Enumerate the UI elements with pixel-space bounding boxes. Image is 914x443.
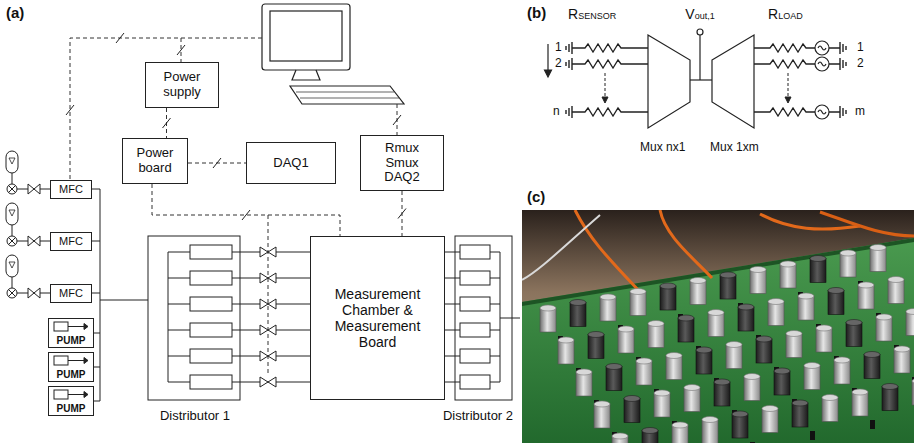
computer-icon xyxy=(262,4,404,104)
node-text: Power board xyxy=(125,146,185,176)
part-label: Distributor 2 xyxy=(443,408,513,424)
needle-valves xyxy=(28,184,40,298)
shutoff-valves xyxy=(7,184,17,298)
multiplexers xyxy=(648,29,754,128)
channel-number: 2 xyxy=(555,56,562,70)
mfc-box: MFC xyxy=(50,180,92,199)
channel-number: 1 xyxy=(555,40,562,54)
process-box: Power board xyxy=(122,138,188,184)
sensor-grounds xyxy=(566,42,572,118)
mfc-box: MFC xyxy=(50,232,92,251)
sensor-resistors xyxy=(572,44,648,116)
row-dots-arrow xyxy=(602,73,791,103)
signal-label: Vout,1 xyxy=(685,6,714,23)
solenoid-valves xyxy=(260,247,276,387)
panel-label: (b) xyxy=(527,4,546,22)
gas-lines xyxy=(17,189,148,401)
node-text: Rmux Smux DAQ2 xyxy=(384,141,419,186)
node-text: PUMP xyxy=(57,369,86,381)
node-text: PUMP xyxy=(57,403,86,415)
bus-slash xyxy=(66,33,401,125)
mux-label: Mux nx1 xyxy=(640,140,685,154)
node-text: MFC xyxy=(59,287,83,300)
bus-slash xyxy=(163,118,171,128)
channel-number: m xyxy=(855,104,865,118)
bus-slash xyxy=(242,210,250,220)
scan-arrow xyxy=(545,44,552,77)
node-text: Power supply xyxy=(148,70,216,100)
distributor-1 xyxy=(148,236,310,400)
node-text: PUMP xyxy=(57,335,86,347)
node-text: DAQ1 xyxy=(273,156,308,171)
board-photo xyxy=(522,210,914,443)
mfc-box: MFC xyxy=(50,284,92,303)
process-box: Rmux Smux DAQ2 xyxy=(360,135,444,191)
component-label: RSENSOR xyxy=(568,6,616,23)
load-grounds xyxy=(840,42,846,118)
pump-box: PUMP xyxy=(48,318,94,348)
bus-slash xyxy=(398,209,406,219)
channel-number: 2 xyxy=(857,56,864,70)
part-label: Distributor 1 xyxy=(160,408,230,424)
process-box: Power supply xyxy=(145,62,219,108)
ac-sources xyxy=(815,41,829,119)
node-text: MFC xyxy=(59,235,83,248)
channel-number: 1 xyxy=(857,40,864,54)
distributor-2 xyxy=(445,236,520,400)
process-box: DAQ1 xyxy=(246,142,336,184)
panel-label: (a) xyxy=(6,4,24,22)
pump-symbols xyxy=(54,322,88,399)
component-label: RLOAD xyxy=(768,6,803,23)
bus-connector xyxy=(152,184,340,236)
channel-number: n xyxy=(553,104,560,118)
load-resistors xyxy=(754,44,840,116)
pump-box: PUMP xyxy=(48,352,94,382)
gas-cylinders xyxy=(6,151,18,288)
mux-label: Mux 1xm xyxy=(710,140,759,154)
pump-box: PUMP xyxy=(48,386,94,416)
chamber-box: Measurement Chamber & Measurement Board xyxy=(310,236,445,400)
bus-slash xyxy=(213,158,221,168)
node-text: Measurement Chamber & Measurement Board xyxy=(335,286,421,350)
panel-label: (c) xyxy=(527,188,545,206)
node-text: MFC xyxy=(59,183,83,196)
